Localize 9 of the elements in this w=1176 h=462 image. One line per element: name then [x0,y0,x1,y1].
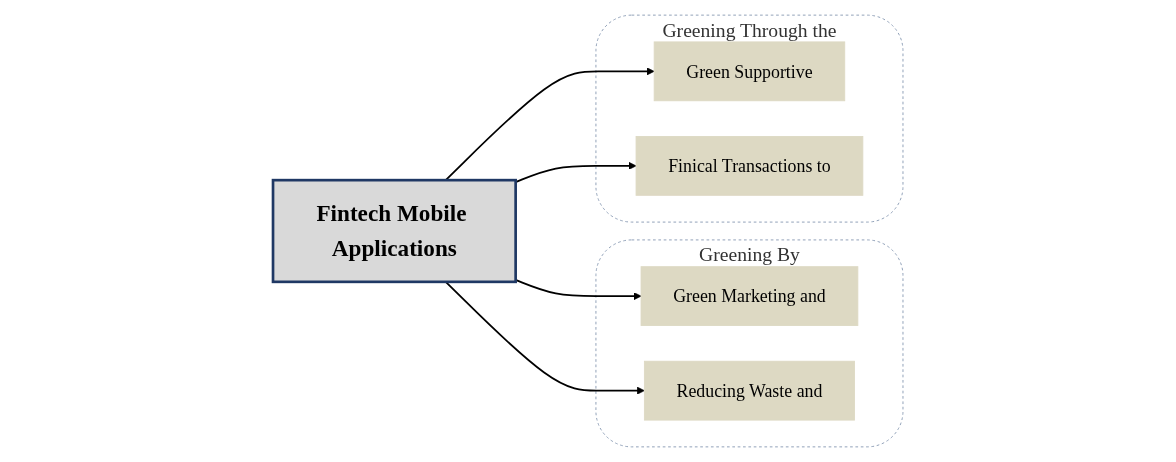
node-box: Finical Transactions to [635,136,864,196]
arrow [514,161,637,183]
node-box: Reducing Waste and [643,360,855,421]
arrow [444,67,655,182]
node-box: Green Supportive [653,41,846,102]
node-box: Green Marketing and [640,266,859,326]
node-box: Fintech Mobile Applications [271,178,517,284]
arrow [444,280,645,395]
arrow [514,279,642,301]
